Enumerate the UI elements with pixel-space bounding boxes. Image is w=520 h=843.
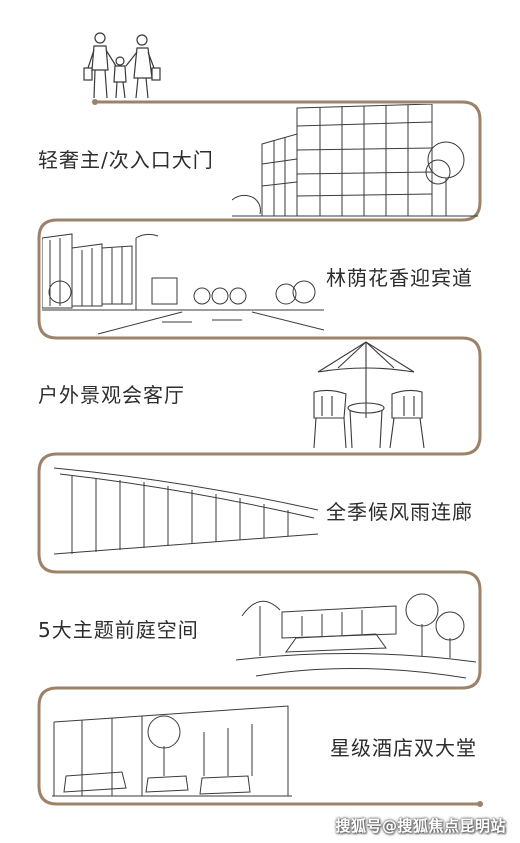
section-label: 5大主题前庭空间	[38, 618, 199, 642]
all-weather-corridor-sketch	[53, 467, 319, 555]
themed-courtyard-sketch	[236, 593, 476, 679]
entrance-gate-building-sketch	[232, 104, 478, 217]
section-label: 全季候风雨连廊	[326, 500, 473, 524]
hotel-lobby-sketch	[52, 705, 292, 797]
section-label: 星级酒店双大堂	[330, 736, 477, 760]
family-walking-icon	[83, 32, 161, 99]
tree-lined-avenue-sketch	[42, 233, 324, 335]
section-label: 轻奢主/次入口大门	[38, 148, 214, 172]
section-label: 林荫花香迎宾道	[326, 266, 473, 290]
section-label: 户外景观会客厅	[38, 383, 185, 407]
outdoor-parasol-table-sketch	[313, 341, 425, 449]
watermark: 搜狐号@搜狐焦点昆明站	[335, 817, 506, 835]
